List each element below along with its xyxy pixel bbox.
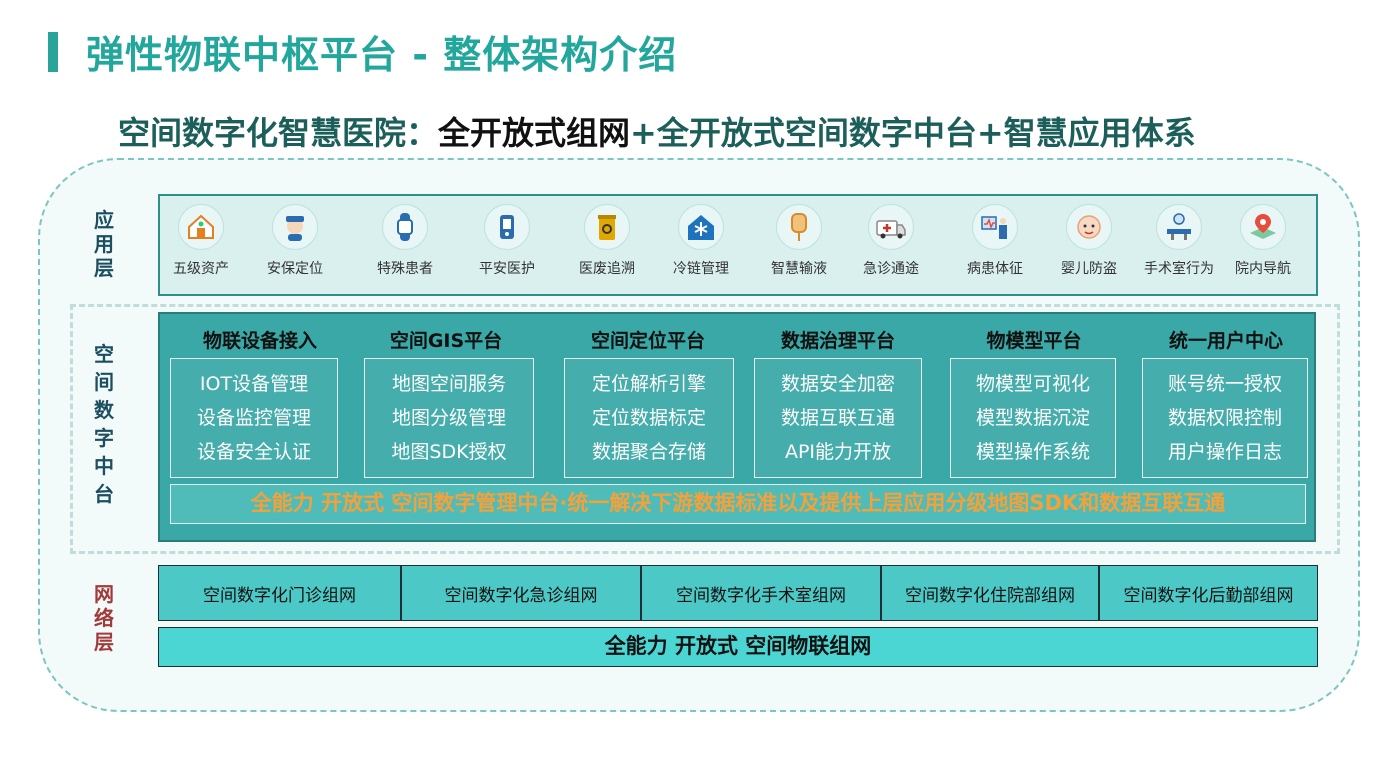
module-feature: 模型数据沉淀 — [975, 407, 1090, 429]
network-segment: 空间数字化手术室组网 — [641, 565, 881, 621]
title-accent-bar — [48, 32, 58, 72]
module-feature: 模型操作系统 — [975, 441, 1090, 463]
module-feature: 设备安全认证 — [196, 441, 311, 463]
module-box: 地图空间服务地图分级管理地图SDK授权 — [364, 358, 534, 478]
module-feature: 地图分级管理 — [391, 407, 506, 429]
module-feature: 数据安全加密 — [780, 373, 895, 395]
module-title: 空间GIS平台 — [389, 330, 503, 352]
baby-icon — [1066, 204, 1112, 250]
app-item[interactable]: 冷链管理 — [656, 204, 746, 278]
module-box: 数据安全加密数据互联互通 API能力开放 — [754, 358, 922, 478]
module-feature: 地图空间服务 — [391, 373, 506, 395]
subtitle-part-3: 全开放式空间数字中台 — [656, 114, 977, 152]
app-item[interactable]: 婴儿防盗 — [1044, 204, 1134, 278]
module-feature: API能力开放 — [784, 441, 892, 463]
module-feature: 物模型可视化 — [975, 373, 1090, 395]
app-item-label: 特殊患者 — [377, 261, 433, 277]
app-item-label: 手术室行为 — [1144, 261, 1214, 277]
module-feature: 数据聚合存储 — [591, 441, 706, 463]
layer-label-middle: 空间数 字中台 — [94, 342, 114, 506]
app-item-label: 平安医护 — [479, 261, 535, 277]
patient-monitor-icon — [972, 204, 1018, 250]
subtitle-part-1: 空间数字化智慧医院： — [118, 114, 439, 152]
app-item[interactable]: 平安医护 — [462, 204, 552, 278]
module-title: 数据治理平台 — [780, 330, 895, 352]
app-item-label: 医废追溯 — [579, 261, 635, 277]
module-feature: IOT设备管理 — [199, 373, 309, 395]
module-box: 定位解析引擎定位数据标定数据聚合存储 — [564, 358, 734, 478]
network-base: 全能力 开放式 空间物联组网 — [158, 627, 1318, 667]
app-item-label: 安保定位 — [267, 261, 323, 277]
app-item[interactable]: 五级资产 — [156, 204, 246, 278]
app-item-label: 五级资产 — [173, 261, 229, 277]
middle-platform: 全能力 开放式 空间数字管理中台·统一解决下游数据标准以及提供上层应用分级地图S… — [158, 312, 1316, 542]
wristband-icon — [382, 204, 428, 250]
network-segments: 空间数字化门诊组网空间数字化急诊组网空间数字化手术室组网空间数字化住院部组网空间… — [158, 565, 1318, 621]
module-box: 物模型可视化模型数据沉淀模型操作系统 — [950, 358, 1116, 478]
app-item-label: 智慧输液 — [771, 261, 827, 277]
network-segment: 空间数字化后勤部组网 — [1099, 565, 1318, 621]
app-item[interactable]: 智慧输液 — [754, 204, 844, 278]
module-feature: 定位数据标定 — [591, 407, 706, 429]
biohazard-bin-icon — [584, 204, 630, 250]
layer-label-app: 应用层 — [94, 208, 114, 280]
snowflake-house-icon — [678, 204, 724, 250]
app-item[interactable]: 医废追溯 — [562, 204, 652, 278]
app-item-label: 病患体征 — [967, 261, 1023, 277]
subtitle-plus-2: + — [976, 114, 1004, 152]
module-box: 账号统一授权数据权限控制用户操作日志 — [1142, 358, 1308, 478]
network-segment: 空间数字化门诊组网 — [158, 565, 401, 621]
app-item[interactable]: 院内导航 — [1218, 204, 1308, 278]
platform-banner: 全能力 开放式 空间数字管理中台·统一解决下游数据标准以及提供上层应用分级地图S… — [170, 484, 1306, 524]
middle-platform-dashed-frame — [70, 304, 1340, 554]
network-segment: 空间数字化住院部组网 — [881, 565, 1099, 621]
surgery-room-icon — [1156, 204, 1202, 250]
module-feature: 数据权限控制 — [1167, 407, 1282, 429]
module-feature: 数据互联互通 — [780, 407, 895, 429]
app-item-label: 婴儿防盗 — [1061, 261, 1117, 277]
module-feature: 账号统一授权 — [1167, 373, 1282, 395]
app-item-label: 冷链管理 — [673, 261, 729, 277]
module-title: 物模型平台 — [986, 330, 1082, 352]
badge-device-icon — [484, 204, 530, 250]
subtitle-plus-1: + — [630, 114, 657, 152]
app-item[interactable]: 病患体征 — [950, 204, 1040, 278]
page-title: 弹性物联中枢平台 - 整体架构介绍 — [86, 33, 678, 77]
app-item[interactable]: 手术室行为 — [1134, 204, 1224, 278]
module-title: 物联设备接入 — [202, 330, 317, 352]
module-feature: 定位解析引擎 — [591, 373, 706, 395]
app-item[interactable]: 安保定位 — [250, 204, 340, 278]
app-item-label: 急诊通途 — [863, 261, 919, 277]
network-segment: 空间数字化急诊组网 — [401, 565, 641, 621]
module-box: IOT设备管理设备监控管理设备安全认证 — [170, 358, 338, 478]
page-subtitle: 空间数字化智慧医院：全开放式组网+全开放式空间数字中台+智慧应用体系 — [118, 108, 1196, 154]
module-feature: 地图SDK授权 — [391, 441, 507, 463]
module-title: 空间定位平台 — [590, 330, 705, 352]
module-feature: 用户操作日志 — [1167, 441, 1282, 463]
app-item-label: 院内导航 — [1235, 261, 1291, 277]
app-item[interactable]: 急诊通途 — [846, 204, 936, 278]
house-hand-icon — [178, 204, 224, 250]
subtitle-part-4: 智慧应用体系 — [1003, 114, 1196, 152]
map-pin-icon — [1240, 204, 1286, 250]
security-guard-icon — [272, 204, 318, 250]
subtitle-part-2: 全开放式组网 — [438, 114, 631, 152]
app-item[interactable]: 特殊患者 — [360, 204, 450, 278]
application-layer: 五级资产 安保定位 特殊患者 平安医护 医废追溯 冷链管理 智慧输液 急诊通途 病患体征 婴儿防盗… — [158, 194, 1318, 296]
iv-bag-icon — [776, 204, 822, 250]
ambulance-icon — [868, 204, 914, 250]
module-feature: 设备监控管理 — [196, 407, 311, 429]
layer-label-network: 网络层 — [94, 582, 114, 654]
module-title: 统一用户中心 — [1168, 330, 1283, 352]
